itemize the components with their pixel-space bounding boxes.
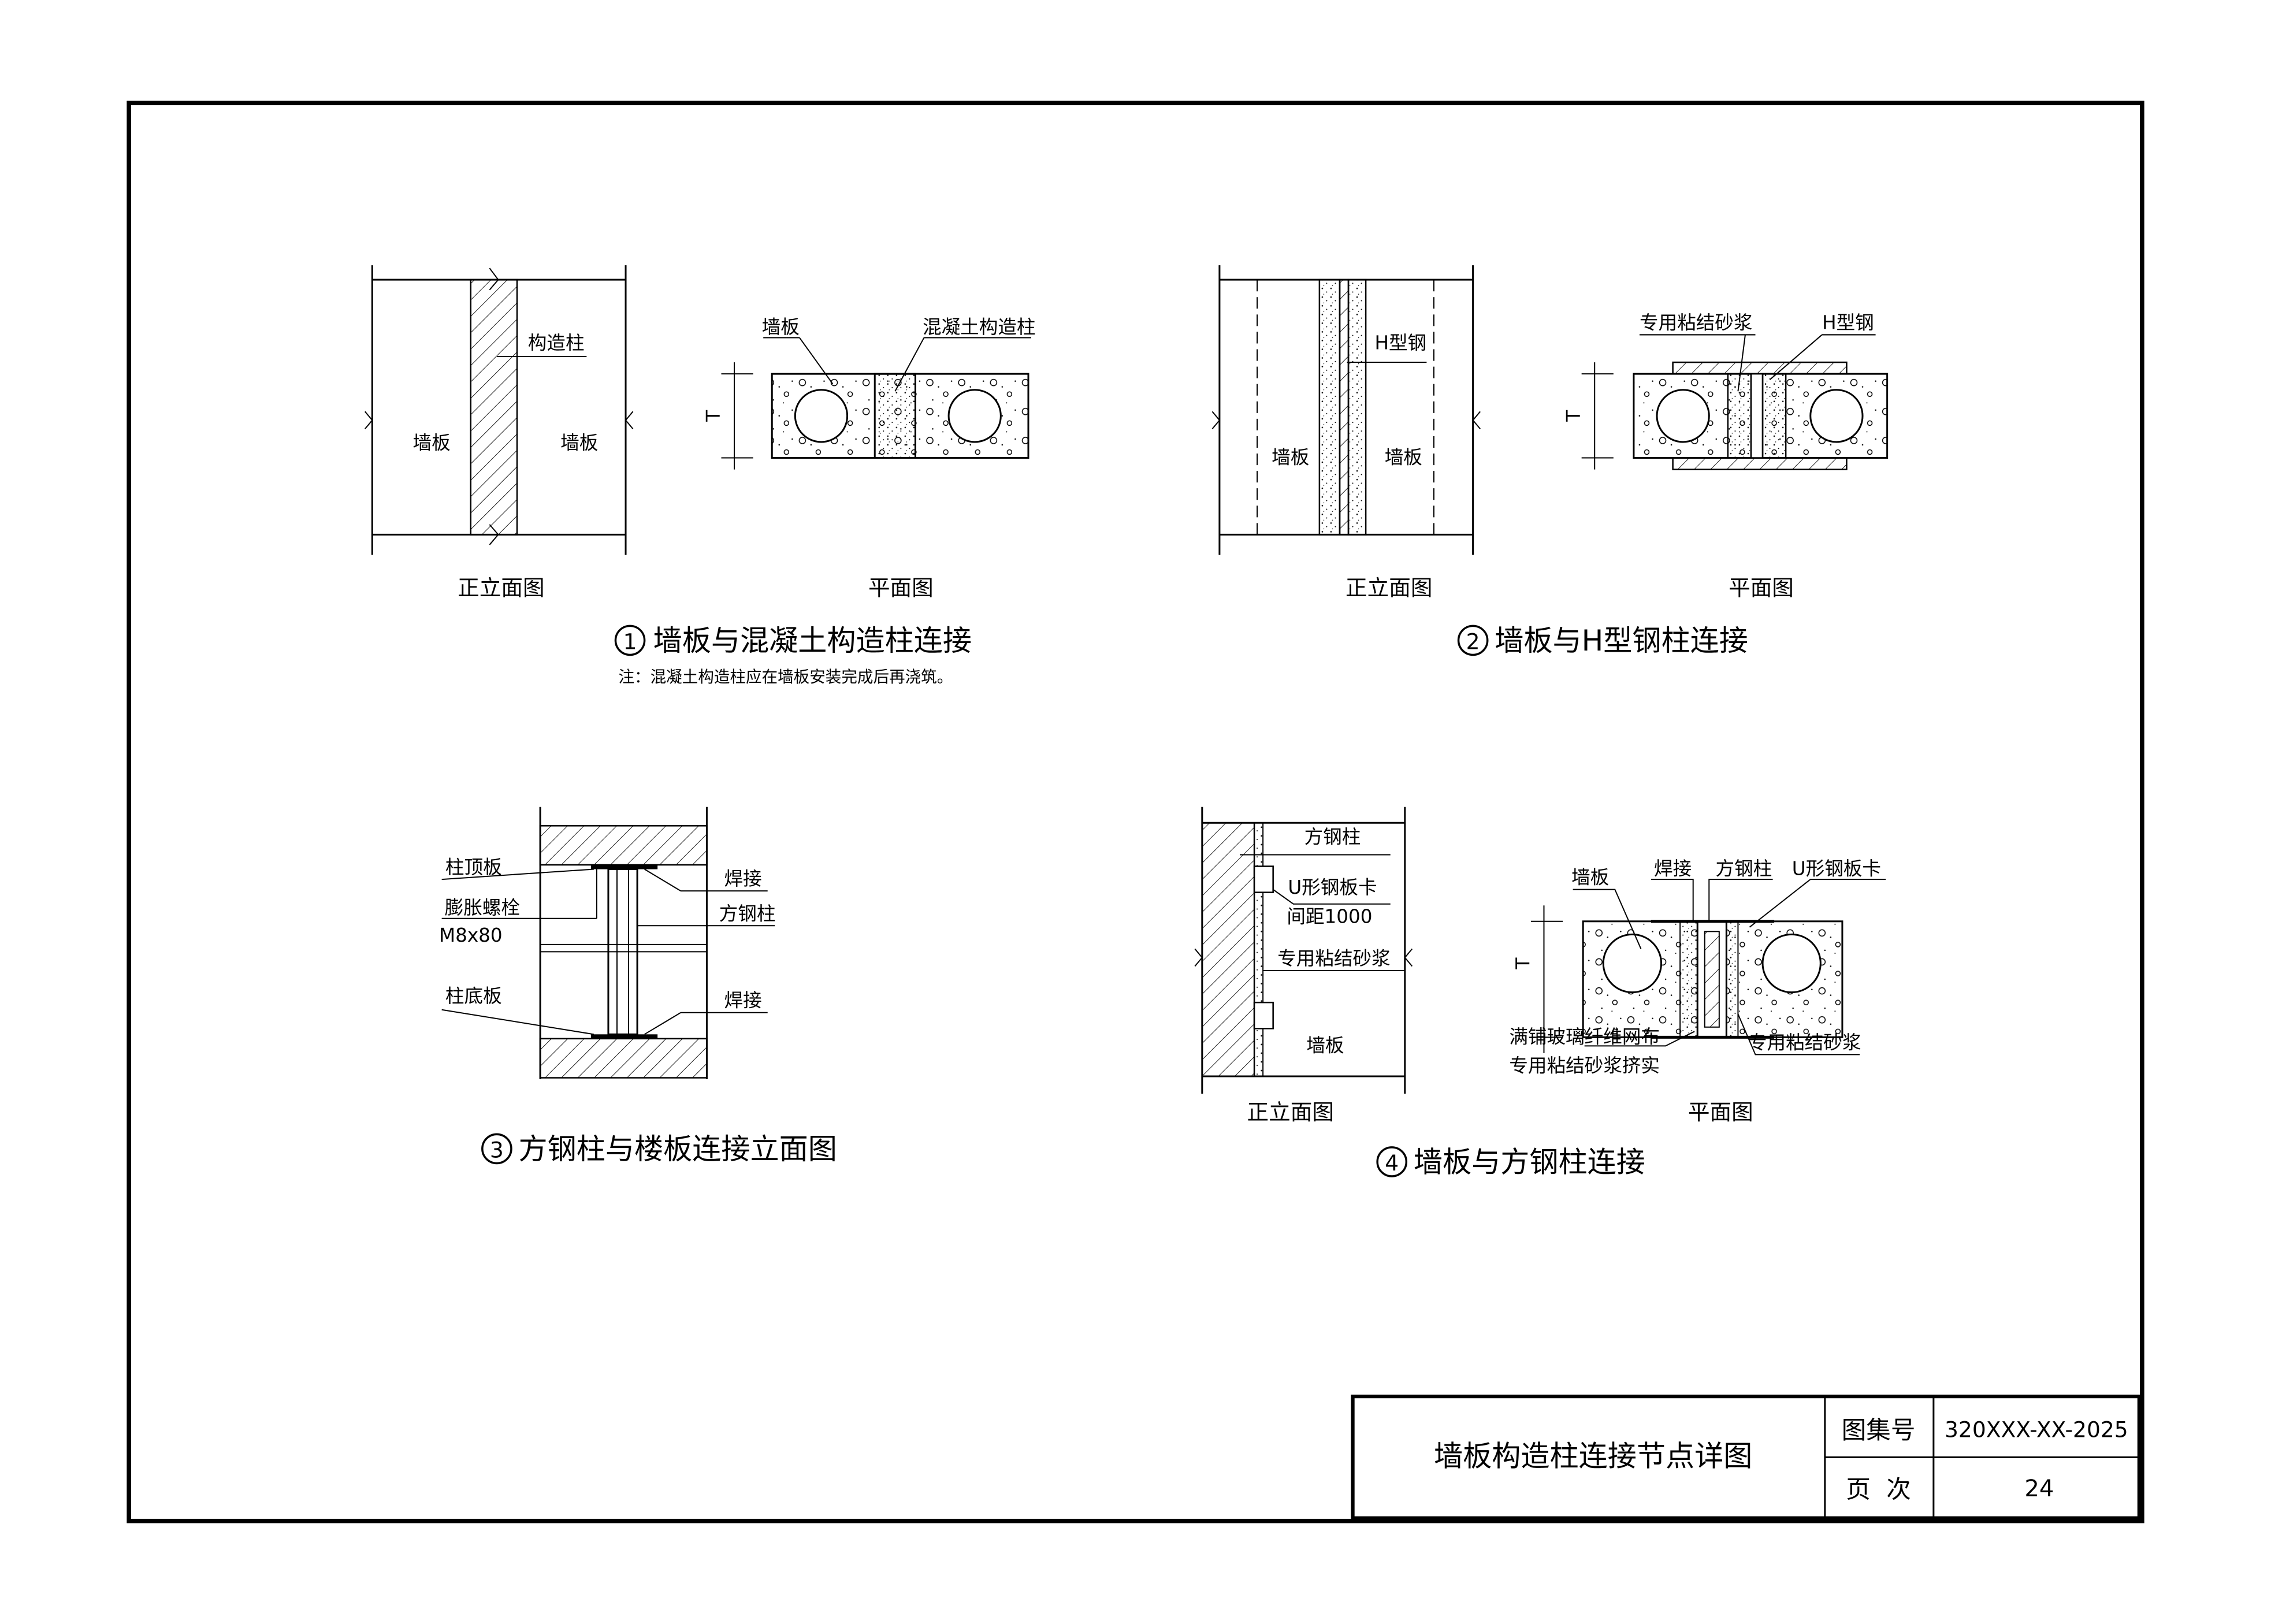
bottom-plate-label: 柱底板 [445, 985, 502, 1007]
detail1-plan: T 墙板 混凝土构造柱 平面图 [703, 316, 1035, 601]
mortar-label: 专用粘结砂浆 [1640, 311, 1752, 333]
top-plate-label: 柱顶板 [445, 856, 502, 878]
detail4-elevation: 方钢柱 U形钢板卡 间距1000 专用粘结砂浆 墙板 正立面图 [1194, 807, 1413, 1125]
atlas-no: 320XXX-XX-2025 [1945, 1417, 2128, 1442]
wall-label: 墙板 [1272, 447, 1309, 469]
thickness-dim: T [1563, 410, 1585, 422]
atlas-no-label: 图集号 [1842, 1416, 1916, 1445]
plan-caption: 平面图 [868, 575, 934, 601]
detail4-plan: T 墙板 焊接 方钢柱 U形钢板卡 满铺玻璃纤维网布 专用粘结砂浆挤实 专用粘结… [1509, 858, 1886, 1125]
clip-label: U形钢板卡 [1288, 876, 1377, 898]
page-number: 24 [2024, 1476, 2054, 1502]
spacing-label: 间距1000 [1287, 905, 1372, 927]
detail2-plan: T 专用粘结砂浆 H型钢 平面图 [1563, 311, 1889, 601]
detail1-title: 1 墙板与混凝土构造柱连接 注：混凝土构造柱应在墙板安装完成后再浇筑。 [614, 623, 972, 686]
wall-label: 墙板 [413, 432, 451, 454]
thickness-dim: T [703, 410, 724, 422]
detail-title: 墙板与方钢柱连接 [1414, 1144, 1645, 1179]
detail-number: 4 [1385, 1150, 1399, 1176]
mesh-mortar-label: 专用粘结砂浆挤实 [1509, 1055, 1660, 1077]
plan-caption: 平面图 [1688, 1099, 1753, 1125]
detail2-elevation: 墙板 墙板 H型钢 正立面图 [1211, 265, 1481, 601]
thickness-dim: T [1512, 957, 1534, 969]
steel-label: H型钢 [1374, 332, 1426, 354]
mortar-label: 专用粘结砂浆 [1277, 947, 1390, 969]
column-label: 混凝土构造柱 [923, 316, 1035, 338]
wall-label: 墙板 [560, 432, 598, 454]
wall-label: 墙板 [1571, 867, 1609, 889]
elevation-caption: 正立面图 [1247, 1099, 1334, 1125]
weld-label: 焊接 [724, 868, 762, 890]
detail-number: 3 [490, 1137, 504, 1162]
page-label: 页 次 [1846, 1476, 1911, 1504]
mesh-label: 满铺玻璃纤维网布 [1509, 1025, 1660, 1047]
steel-label: H型钢 [1822, 311, 1874, 333]
detail-number: 2 [1466, 629, 1480, 654]
sheet-border [127, 101, 2144, 1523]
column-label: 方钢柱 [1304, 826, 1361, 848]
column-label: 构造柱 [528, 332, 585, 354]
wall-label: 墙板 [762, 316, 800, 338]
elevation-caption: 正立面图 [1345, 575, 1432, 601]
weld-label: 焊接 [1654, 858, 1692, 880]
detail3-elevation: 柱顶板 膨胀螺栓 M8x80 柱底板 焊接 方钢柱 焊接 [439, 807, 776, 1080]
detail1-elevation: 墙板 墙板 构造柱 正立面图 [364, 265, 634, 601]
elevation-caption: 正立面图 [458, 575, 544, 601]
detail-title: 墙板与混凝土构造柱连接 [653, 623, 972, 657]
detail2-title: 2 墙板与H型钢柱连接 [1457, 623, 1748, 657]
mortar-label: 专用粘结砂浆 [1748, 1031, 1861, 1053]
detail-note: 注：混凝土构造柱应在墙板安装完成后再浇筑。 [618, 667, 953, 686]
plan-caption: 平面图 [1729, 575, 1794, 601]
title-block: 墙板构造柱连接节点详图 图集号 320XXX-XX-2025 页 次 24 [1351, 1394, 2141, 1520]
detail3-title: 3 方钢柱与楼板连接立面图 [481, 1132, 837, 1166]
detail-title: 方钢柱与楼板连接立面图 [519, 1132, 837, 1166]
detail-number: 1 [623, 629, 637, 654]
column-label: 方钢柱 [719, 902, 776, 924]
clip-label: U形钢板卡 [1792, 858, 1881, 880]
bolt-label: 膨胀螺栓 [445, 897, 520, 919]
detail-title: 墙板与H型钢柱连接 [1495, 623, 1748, 657]
wall-label: 墙板 [1306, 1034, 1344, 1056]
bolt-spec-label: M8x80 [439, 924, 503, 946]
wall-label: 墙板 [1385, 447, 1422, 469]
weld-label: 焊接 [724, 990, 762, 1012]
drawing-title: 墙板构造柱连接节点详图 [1434, 1439, 1752, 1473]
detail4-title: 4 墙板与方钢柱连接 [1376, 1144, 1645, 1179]
column-label: 方钢柱 [1716, 858, 1772, 880]
